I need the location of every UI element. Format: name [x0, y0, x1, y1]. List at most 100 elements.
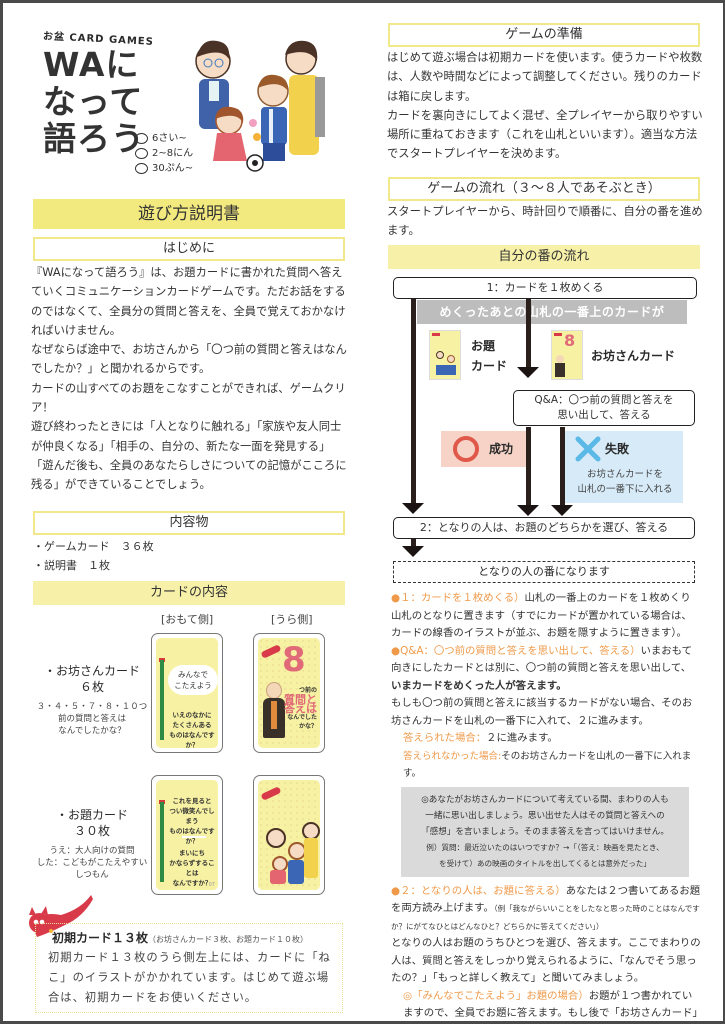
- card-face: [258, 780, 320, 890]
- ok-label: 答えられた場合：: [403, 732, 487, 744]
- note-bold: いまカードをめくった人が答えます。: [391, 679, 567, 692]
- question-line: なんですか？: [172, 879, 212, 887]
- desc-line: しつもん: [75, 870, 109, 880]
- note-ok: 答えられた場合：２に進みます。: [391, 730, 701, 748]
- contents-section: 内容物 ・ゲームカード ３６枚 ・説明書 １枚: [33, 511, 345, 575]
- game-title: WAに なって 語ろう: [43, 46, 193, 157]
- mini-number: 8: [564, 331, 576, 350]
- flow-line-left-overlay: [411, 300, 416, 324]
- topic-card-label: お題 カード: [471, 339, 508, 373]
- title-line: なって: [43, 82, 144, 121]
- arrow-down-icon: [402, 503, 424, 514]
- monk-head: [556, 355, 564, 363]
- title-line: 語ろう: [43, 119, 145, 158]
- card-number: 8: [282, 640, 306, 680]
- question-line: いえのなかに: [172, 711, 212, 719]
- time-text: 30ぷん~: [152, 163, 194, 174]
- preparation-paragraph: はじめて遊ぶ場合は初期カードを使います。使うカードや枚数は、人数や時間などによっ…: [387, 51, 703, 103]
- success-box: 成功: [441, 431, 531, 467]
- monk-card-label: お坊さんカード: [591, 349, 676, 363]
- initial-cards-note: 初期カード１３枚（お坊さんカード３枚、お題カード１０枚） 初期カード１３枚のうら…: [35, 923, 343, 1013]
- back-line: 質問と: [284, 693, 317, 706]
- intro-body: 『WAになって語ろう』は、お題カードに書かれた質問へ答えていくコミュニケーション…: [31, 263, 347, 495]
- question-line: ものはなんですか？: [169, 731, 215, 748]
- fail-line: お坊さんカードを: [586, 469, 663, 480]
- monk-card-info: ・お坊さんカード ６枚 ３・４・５・７・８・１０つ 前の質問と答えは なんでした…: [33, 663, 151, 737]
- topic-card-desc: うえ：大人向けの質問 した：こどもがこたえやすい しつもん: [33, 845, 151, 881]
- note-label: ◎「みんなでこたえよう」お題の場合）: [403, 989, 589, 1002]
- topic-card-front: これを見ると つい微笑んでしまう ものはなんですか？ まいにち かならずすること…: [151, 775, 223, 895]
- family-illustration: [195, 40, 325, 172]
- desc-line: 前の質問と答えは: [57, 714, 126, 724]
- preparation-paragraph: カードを裏向きにしてよく混ぜ、全プレイヤーから取りやすい場所に重ねておきます（こ…: [387, 108, 703, 161]
- note-text: となりの人はお題のうちひとつを選び、答えます。ここでまわりの人は、質問と答えをし…: [391, 937, 701, 984]
- topic-card-count: ３０枚: [73, 824, 110, 838]
- question-line: まいにち: [179, 849, 205, 857]
- contents-item: ・ゲームカード ３６枚: [33, 540, 154, 553]
- contents-list: ・ゲームカード ３６枚 ・説明書 １枚: [33, 537, 345, 575]
- fail-label: 失敗: [605, 442, 630, 456]
- arrow-down-icon: [551, 505, 573, 516]
- time-info: 30ぷん~: [135, 161, 193, 176]
- flow-line-mid-overlay: [526, 300, 531, 324]
- tip-line: を受けて）あの映画のタイトルを出してくるとは意外だった」: [438, 858, 651, 868]
- note-label: ●Q&A：〇つ前の質問と答えを思い出して、答える）: [391, 644, 641, 657]
- success-label: 成功: [489, 442, 514, 456]
- cat-mark: [432, 333, 440, 336]
- monk-card-front: みんなで こたえよう いえのなかに たくさんある ものはなんですか？: [151, 633, 223, 753]
- question-line: たくさんある: [172, 721, 212, 729]
- game-logo: お盆 CARD GAMES WAに なって 語ろう: [43, 31, 193, 157]
- flow-heading: ゲームの流れ（３～８人であそぶとき）: [388, 177, 700, 201]
- flow-line-next: [411, 539, 416, 547]
- intro-heading: はじめに: [33, 237, 345, 261]
- note-everyone: ◎「みんなでこたえよう」お題の場合）お題が１つ書かれていますので、全員でお題に答…: [391, 988, 701, 1024]
- cross-fail-icon: [575, 436, 601, 462]
- front-side-label: [おもて側]: [161, 613, 214, 626]
- card-question-lower: まいにち かならずすることは なんですか？: [168, 848, 216, 888]
- desc-line: うえ：大人向けの質問: [49, 846, 135, 856]
- monk-card-name: ・お坊さんカード: [43, 664, 140, 678]
- qa-line: 思い出して、答える: [557, 409, 651, 421]
- preparation-heading: ゲームの準備: [388, 23, 700, 47]
- face: [447, 355, 455, 363]
- question-line: これを見ると: [172, 797, 212, 805]
- card-face: みんなで こたえよう いえのなかに たくさんある ものはなんですか？: [156, 638, 218, 748]
- clock-icon: [135, 163, 148, 174]
- note-text: いまおもて向きにしたカードとは別に、〇つ前の質問と答えを思い出して、: [391, 644, 693, 675]
- initial-cards-text: 初期カード１３枚のうら側左上には、カードに「ねこ」のイラストがかかれています。は…: [48, 951, 331, 1004]
- face: [436, 351, 444, 359]
- boy-shirt: [288, 860, 304, 884]
- girl-dress: [270, 870, 286, 884]
- next-turn-box: となりの人の番になります: [393, 561, 695, 583]
- question-line: ものはなんですか？: [169, 827, 215, 845]
- flow-line-fail: [560, 427, 565, 509]
- monk-sash: [271, 701, 277, 729]
- preparation-body: はじめて遊ぶ場合は初期カードを使います。使うカードや枚数は、人数や時間などによっ…: [387, 48, 703, 164]
- note-step2: ●２：となりの人は、お題に答える）あなたは２つ書いてあるお題を両方読み上げます。…: [391, 883, 701, 936]
- title-line: WAに: [43, 45, 140, 84]
- monk-card-desc: ３・４・５・７・８・１０つ 前の質問と答えは なんでしたかな？: [33, 701, 151, 737]
- clothes: [436, 365, 456, 375]
- step2-box: 2：となりの人は、お題のどちらかを選び、答える: [393, 517, 695, 539]
- desc-line: ３・４・５・７・８・１０つ: [36, 702, 148, 712]
- cards-heading: カードの内容: [33, 581, 345, 605]
- topic-card-back: [253, 775, 325, 895]
- qa-box: Q&A：〇つ前の質問と答えを 思い出して、答える: [513, 390, 695, 426]
- intro-paragraph: 遊び終わったときには「人となりに触れる」「家族や友人同士が仲良くなる」「相手の、…: [31, 420, 347, 492]
- incense-stick: [160, 802, 164, 882]
- intro-paragraph: カードの山すべてのお題をこなすことができれば、ゲームクリア！: [31, 381, 346, 415]
- contents-heading: 内容物: [33, 511, 345, 535]
- desc-line: した：こどもがこたえやすい: [36, 858, 148, 868]
- turn-flow-heading: 自分の番の流れ: [388, 244, 700, 269]
- fail-line: 山札の一番下に入れる: [577, 484, 673, 495]
- note-text: あなたは２つ書いてあるお題を両方読み上げます。: [391, 884, 701, 915]
- arrow-down-icon: [517, 505, 539, 516]
- note-qa: ●Q&A：〇つ前の質問と答えを思い出して、答える）いまおもて向きにしたカードとは…: [391, 643, 701, 696]
- circle-success-icon: [453, 436, 479, 462]
- monk-body: [555, 363, 565, 377]
- note-text: もしも〇つ前の質問と答えに該当するカードがない場合、そのお坊さんカードを山札の一…: [391, 697, 693, 727]
- cloud-line: こたえよう: [174, 681, 212, 690]
- note-example: （例「我ながらいいことをしたなと思った時のことはなんですか？にがてなひとはどんな…: [391, 904, 700, 931]
- flow-intro: スタートプレイヤーから、時計回りで順番に、自分の番を進めます。: [387, 205, 703, 238]
- question-line: つい微笑んでしまう: [169, 807, 215, 825]
